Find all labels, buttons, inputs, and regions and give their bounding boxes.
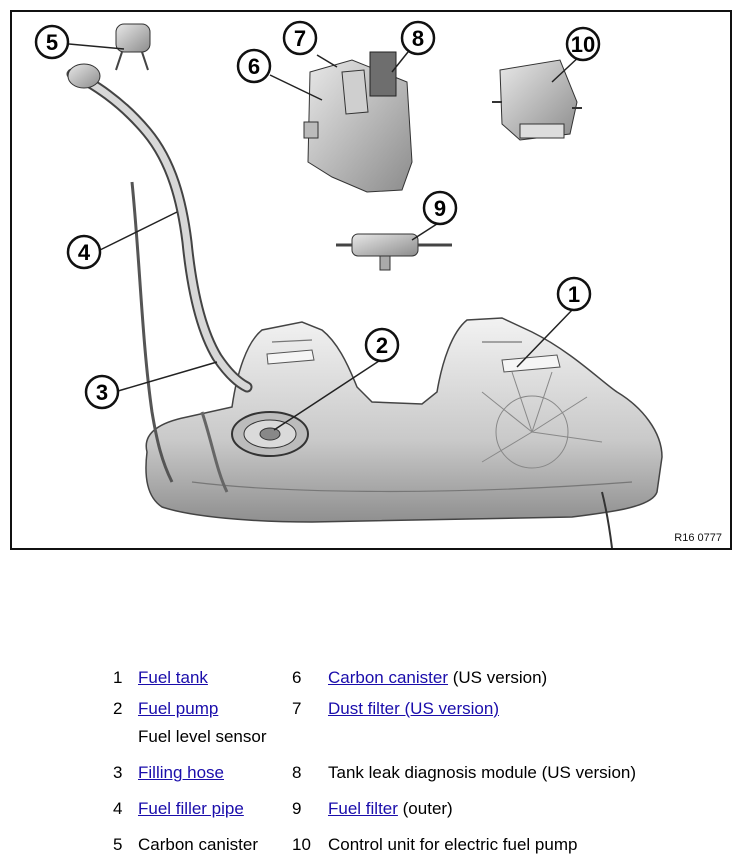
legend-num-3: 3 xyxy=(113,763,123,782)
callout-number-3: 3 xyxy=(96,380,108,405)
legend-num-6: 6 xyxy=(292,668,302,687)
legend-suffix-9: (outer) xyxy=(397,799,453,818)
legend-num-9: 9 xyxy=(292,799,302,818)
figure-reference: R16 0777 xyxy=(674,532,722,544)
callout-circle-10 xyxy=(565,26,601,62)
legend-extra-2: Fuel level sensor xyxy=(138,727,267,746)
callout-number-5: 5 xyxy=(46,30,58,55)
callout-number-1: 1 xyxy=(568,282,580,307)
callout-circle-2 xyxy=(364,327,400,363)
link-fuel-filler-pipe[interactable]: Fuel filler pipe xyxy=(138,799,244,818)
fuel-tank-drawing xyxy=(145,317,663,548)
callout-number-10: 10 xyxy=(571,32,595,57)
callout-number-2: 2 xyxy=(376,333,388,358)
link-carbon-canister[interactable]: Carbon canister xyxy=(328,668,449,687)
link-fuel-pump[interactable]: Fuel pump xyxy=(138,699,219,718)
callout-number-8: 8 xyxy=(412,26,424,51)
fuel-filter-drawing xyxy=(336,233,452,271)
callout-number-9: 9 xyxy=(434,196,446,221)
legend-num-10: 10 xyxy=(292,835,311,854)
link-filling-hose[interactable]: Filling hose xyxy=(138,763,224,782)
callout-circle-5 xyxy=(34,24,70,60)
callout-circle-1 xyxy=(556,276,592,312)
legend-num-8: 8 xyxy=(292,763,302,782)
callout-circle-7 xyxy=(282,20,318,56)
callout-number-4: 4 xyxy=(78,240,91,265)
callout-group: 1 2 3 4 5 6 7 8 9 10 xyxy=(34,20,601,410)
legend-num-5: 5 xyxy=(113,835,123,854)
legend-item-9: Fuel filter (outer) xyxy=(328,799,453,819)
callout-number-6: 6 xyxy=(248,54,260,79)
callout-circle-3 xyxy=(84,374,120,410)
legend-text-10: Control unit for electric fuel pump xyxy=(328,835,578,854)
callout-circle-9 xyxy=(422,190,458,226)
link-fuel-tank[interactable]: Fuel tank xyxy=(138,668,208,687)
legend-num-1: 1 xyxy=(113,668,123,687)
callout-circle-6 xyxy=(236,48,272,84)
legend-num-2: 2 xyxy=(113,699,123,718)
control-unit-drawing xyxy=(492,59,582,141)
callout-circle-8 xyxy=(400,20,436,56)
carbon-canister-us-drawing xyxy=(303,51,413,193)
legend-num-7: 7 xyxy=(292,699,302,718)
filler-pipe-drawing xyxy=(66,63,253,493)
legend-item-6: Carbon canister (US version) xyxy=(328,668,547,688)
carbon-canister-small-drawing xyxy=(115,23,151,71)
fuel-system-illustration: 1 2 3 4 5 6 7 8 9 10 xyxy=(34,20,663,548)
link-fuel-filter[interactable]: Fuel filter xyxy=(328,799,398,818)
fuel-system-figure: 1 2 3 4 5 6 7 8 9 10 R16 0777 xyxy=(10,10,732,550)
link-dust-filter[interactable]: Dust filter (US version) xyxy=(328,699,499,718)
legend-text-5: Carbon canister xyxy=(138,835,259,854)
legend-text-8: Tank leak diagnosis module (US version) xyxy=(328,763,637,782)
legend-num-4: 4 xyxy=(113,799,123,818)
callout-number-7: 7 xyxy=(294,26,306,51)
leader-lines xyxy=(68,43,583,431)
legend-suffix-6: (US version) xyxy=(448,668,548,687)
callout-circle-4 xyxy=(66,234,102,270)
